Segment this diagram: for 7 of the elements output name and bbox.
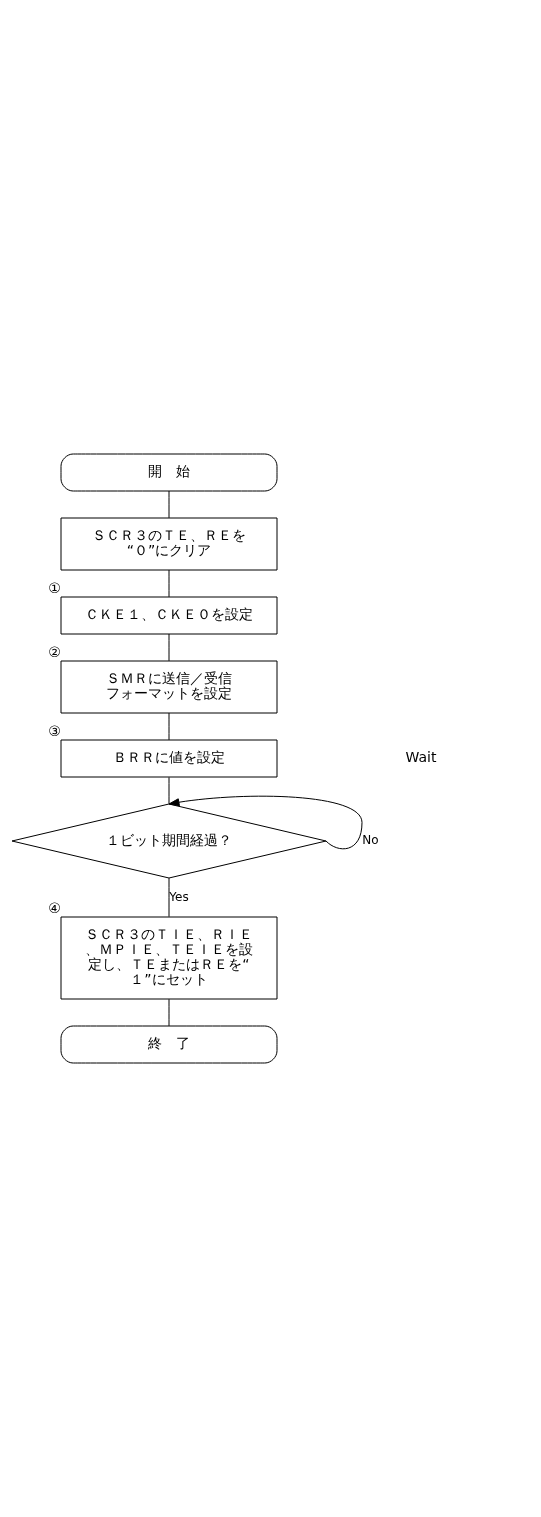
edge-label: Yes [169, 889, 189, 904]
node-label: ③ [48, 723, 61, 740]
node-label: ① [48, 580, 61, 597]
node-label: ② [48, 644, 61, 661]
node-label: ④ [48, 900, 61, 917]
edge-label: No [362, 833, 379, 848]
label: Wait [405, 749, 437, 766]
